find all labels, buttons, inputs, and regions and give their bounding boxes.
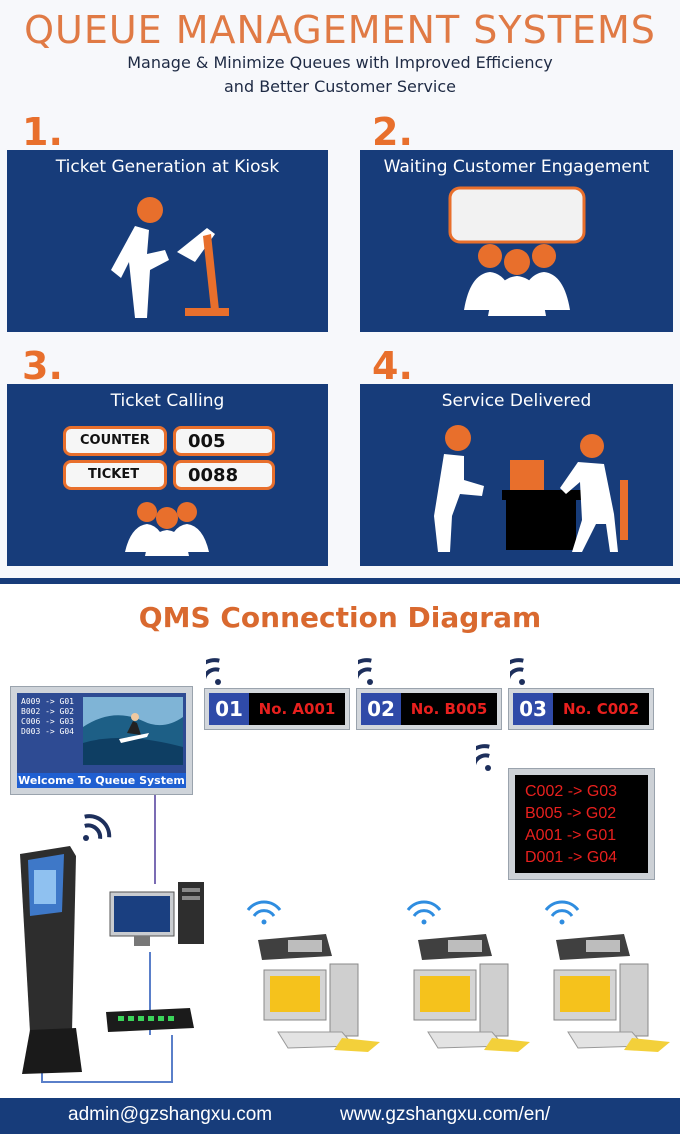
- ticket-value-box: 0088: [173, 460, 275, 490]
- page-title: QUEUE MANAGEMENT SYSTEMS: [24, 8, 656, 52]
- step-panel-1: Ticket Generation at Kiosk: [7, 150, 328, 332]
- counter-display-ticket: No. A001: [249, 693, 345, 725]
- desktop-pc-icon: [109, 882, 204, 946]
- workstation-3: [544, 900, 670, 1052]
- step-number-4: 4.: [372, 344, 413, 388]
- counter-display-ticket: No. B005: [401, 693, 497, 725]
- tv-display: A009 -> G01 B002 -> G02 C006 -> G03 D003…: [10, 686, 193, 795]
- step-panel-2: Waiting Customer Engagement: [360, 150, 673, 332]
- wifi-icon: [476, 744, 491, 771]
- wifi-icon: [358, 658, 373, 685]
- ticket-label: TICKET: [88, 467, 140, 482]
- tv-queue-list: A009 -> G01 B002 -> G02 C006 -> G03 D003…: [21, 697, 74, 737]
- workstation-1: [246, 900, 380, 1052]
- counter-value: 005: [188, 431, 226, 452]
- counter-display-ticket: No. C002: [553, 693, 649, 725]
- wifi-icon: [510, 658, 525, 685]
- counter-display-number: 03: [513, 693, 553, 725]
- service-desk-icon: [434, 425, 628, 552]
- tv-queue-row: D003 -> G04: [21, 727, 74, 736]
- counter-label-box: COUNTER: [63, 426, 167, 456]
- step-title-3: Ticket Calling: [110, 391, 225, 411]
- kiosk-user-icon: [111, 197, 229, 318]
- infographic: QUEUE MANAGEMENT SYSTEMS Manage & Minimi…: [7, 8, 673, 566]
- step-number-3: 3.: [22, 344, 63, 388]
- step-number-1: 1.: [22, 110, 63, 154]
- diagram-title: QMS Connection Diagram: [138, 601, 542, 634]
- counter-display-number: 01: [209, 693, 249, 725]
- counter-display-number: 02: [361, 693, 401, 725]
- tv-screen: A009 -> G01 B002 -> G02 C006 -> G03 D003…: [17, 693, 186, 788]
- workstation-pc-icon: [263, 963, 380, 1052]
- step-number-2: 2.: [372, 110, 413, 154]
- footer-website[interactable]: www.gzshangxu.com/en/: [340, 1104, 551, 1125]
- footer-email[interactable]: admin@gzshangxu.com: [68, 1104, 273, 1125]
- led-board-row: B005 -> G02: [525, 805, 617, 822]
- subtitle-line-1: Manage & Minimize Queues with Improved E…: [127, 53, 553, 72]
- tv-queue-row: B002 -> G02: [21, 707, 74, 716]
- workstation-pc-icon: [413, 963, 530, 1052]
- led-board-row: D001 -> G04: [525, 849, 618, 866]
- surfer-photo: [83, 697, 183, 765]
- counter-value-box: 005: [173, 426, 275, 456]
- caller-keypad-icon: [556, 934, 630, 960]
- led-queue-board: C002 -> G03 B005 -> G02 A001 -> G01 D001…: [508, 768, 655, 880]
- wifi-icon: [83, 814, 112, 841]
- counter-display-3: 03 No. C002: [508, 688, 654, 730]
- footer-bar: admin@gzshangxu.com www.gzshangxu.com/en…: [0, 1098, 680, 1134]
- led-board-row: A001 -> G01: [525, 827, 617, 844]
- workstation-2: [406, 900, 530, 1052]
- section-divider: [0, 578, 680, 584]
- ticket-label-box: TICKET: [63, 460, 167, 490]
- counter-display-1: 01 No. A001: [204, 688, 350, 730]
- tv-welcome-banner: Welcome To Queue System: [17, 773, 186, 788]
- ticket-value: 0088: [188, 465, 239, 486]
- workstation-pc-icon: [553, 963, 670, 1052]
- audience-screen-icon: [448, 186, 586, 316]
- wifi-icon: [206, 658, 221, 685]
- step-panel-4: Service Delivered: [360, 384, 673, 566]
- tv-queue-row: A009 -> G01: [21, 697, 74, 706]
- counter-label: COUNTER: [80, 433, 150, 448]
- caller-keypad-icon: [258, 934, 332, 960]
- network-switch-icon: [106, 1008, 194, 1032]
- led-board-row: C002 -> G03: [525, 783, 618, 800]
- led-board-screen: C002 -> G03 B005 -> G02 A001 -> G01 D001…: [515, 775, 648, 873]
- step-title-1: Ticket Generation at Kiosk: [55, 157, 280, 177]
- caller-keypad-icon: [418, 934, 492, 960]
- step-title-2: Waiting Customer Engagement: [383, 157, 650, 177]
- subtitle-line-2: and Better Customer Service: [224, 77, 456, 96]
- counter-display-2: 02 No. B005: [356, 688, 502, 730]
- kiosk-icon: [20, 846, 82, 1074]
- step-title-4: Service Delivered: [441, 391, 592, 411]
- tv-queue-row: C006 -> G03: [21, 717, 74, 726]
